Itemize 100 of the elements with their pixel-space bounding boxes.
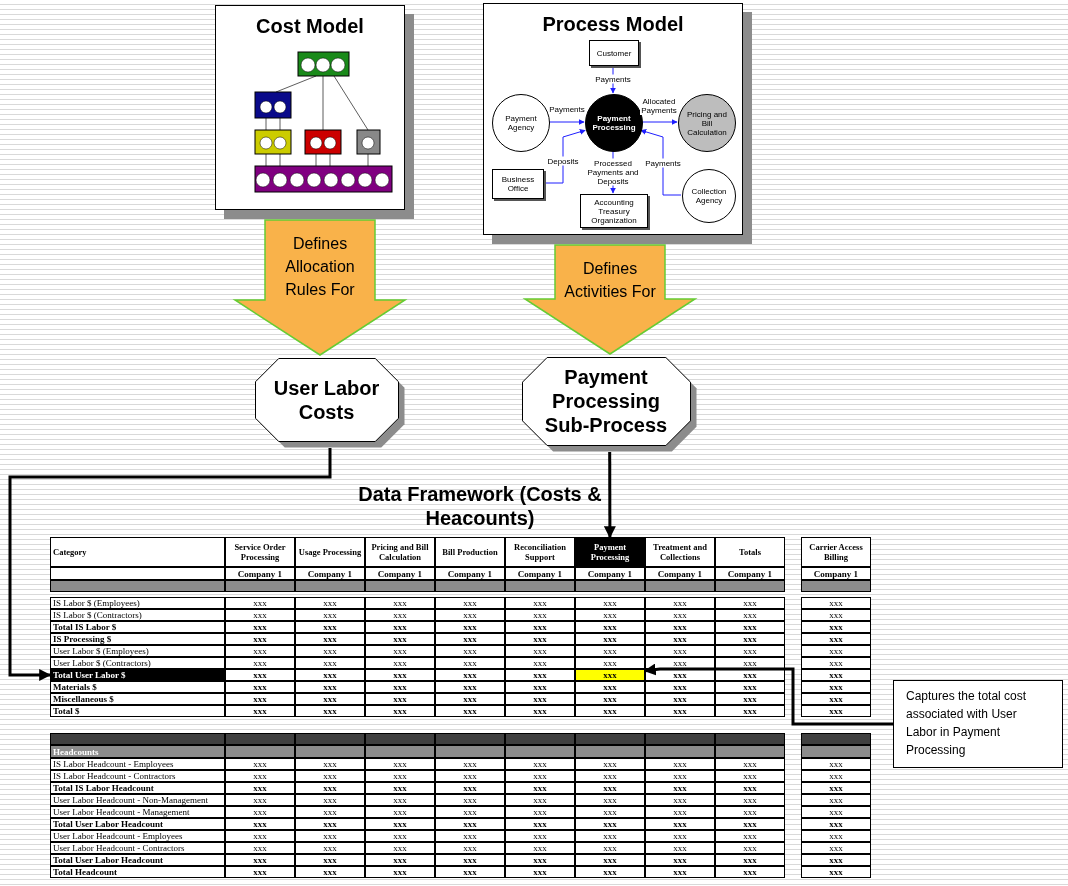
table-cell: xxx xyxy=(801,693,871,705)
table-cell: xxx xyxy=(575,830,645,842)
table-cell: xxx xyxy=(295,842,365,854)
table-cell: xxx xyxy=(505,633,575,645)
entity-box: Customer xyxy=(589,40,639,66)
table-cell: xxx xyxy=(365,681,435,693)
table-cell: xxx xyxy=(435,842,505,854)
table-cell: xxx xyxy=(225,794,295,806)
table-cell: xxx xyxy=(225,866,295,878)
table-cell: xxx xyxy=(295,645,365,657)
table-cell: xxx xyxy=(435,669,505,681)
table-cell: xxx xyxy=(801,794,871,806)
table-cell: xxx xyxy=(435,681,505,693)
table-cell: xxx xyxy=(505,782,575,794)
table-cell: xxx xyxy=(801,854,871,866)
row-header: IS Labor Headcount - Contractors xyxy=(50,770,225,782)
table-cell: xxx xyxy=(225,621,295,633)
table-cell: xxx xyxy=(715,770,785,782)
column-header: Company 1 xyxy=(715,567,785,580)
table-cell: xxx xyxy=(575,609,645,621)
table-cell: xxx xyxy=(295,830,365,842)
table-cell: xxx xyxy=(295,782,365,794)
table-cell: xxx xyxy=(365,782,435,794)
table-cell: xxx xyxy=(435,645,505,657)
table-cell: xxx xyxy=(715,657,785,669)
panel-title: Process Model xyxy=(541,12,685,36)
table-cell: xxx xyxy=(801,842,871,854)
table-cell: xxx xyxy=(505,609,575,621)
row-header: IS Labor Headcount - Employees xyxy=(50,758,225,770)
row-header: Total IS Labor $ xyxy=(50,621,225,633)
table-cell: xxx xyxy=(575,758,645,770)
table-cell: xxx xyxy=(505,842,575,854)
table-cell: xxx xyxy=(295,669,365,681)
table-cell: xxx xyxy=(365,657,435,669)
column-header: Bill Production xyxy=(435,537,505,567)
arrow xyxy=(640,129,682,196)
table-cell: xxx xyxy=(365,645,435,657)
row-header: Total IS Labor Headcount xyxy=(50,782,225,794)
table-cell: xxx xyxy=(295,854,365,866)
row-header: Total User Labor Headcount xyxy=(50,854,225,866)
table-cell: xxx xyxy=(295,693,365,705)
row-header: Headcounts xyxy=(50,745,225,758)
row-header: IS Labor $ (Contractors) xyxy=(50,609,225,621)
table-cell: xxx xyxy=(435,597,505,609)
table-cell: xxx xyxy=(505,830,575,842)
table-cell: xxx xyxy=(801,782,871,794)
table-cell: xxx xyxy=(225,669,295,681)
table-cell: xxx xyxy=(505,866,575,878)
table-cell: xxx xyxy=(295,633,365,645)
table-cell: xxx xyxy=(801,609,871,621)
table-cell: xxx xyxy=(295,657,365,669)
highlighted-column-header: Payment Processing xyxy=(575,537,645,567)
table-cell: xxx xyxy=(435,705,505,717)
table-cell: xxx xyxy=(365,830,435,842)
table-cell: xxx xyxy=(575,681,645,693)
table-cell: xxx xyxy=(295,794,365,806)
table-cell: xxx xyxy=(435,782,505,794)
table-cell: xxx xyxy=(225,806,295,818)
table-cell: xxx xyxy=(715,645,785,657)
table-cell: xxx xyxy=(435,794,505,806)
table-cell: xxx xyxy=(645,806,715,818)
table-cell: xxx xyxy=(801,669,871,681)
row-header: Total $ xyxy=(50,705,225,717)
entity-box: Accounting Treasury Organization xyxy=(580,194,648,228)
table-cell: xxx xyxy=(435,830,505,842)
table-cell: xxx xyxy=(225,830,295,842)
table-cell: xxx xyxy=(645,597,715,609)
table-cell: xxx xyxy=(801,770,871,782)
column-header: Company 1 xyxy=(225,567,295,580)
row-header: User Labor Headcount - Contractors xyxy=(50,842,225,854)
table-cell: xxx xyxy=(435,854,505,866)
table-cell: xxx xyxy=(715,693,785,705)
edge-label: Deposits xyxy=(546,156,580,166)
table-cell: xxx xyxy=(715,782,785,794)
table-cell: xxx xyxy=(435,657,505,669)
table-cell: xxx xyxy=(645,818,715,830)
table-cell: xxx xyxy=(645,794,715,806)
table-cell: xxx xyxy=(365,693,435,705)
table-cell: xxx xyxy=(645,842,715,854)
arrow xyxy=(603,452,616,539)
row-header: Miscellaneous $ xyxy=(50,693,225,705)
table-cell: xxx xyxy=(645,782,715,794)
table-cell: xxx xyxy=(505,657,575,669)
row-header: User Labor $ (Contractors) xyxy=(50,657,225,669)
table-cell: xxx xyxy=(295,621,365,633)
row-header: User Labor Headcount - Non-Management xyxy=(50,794,225,806)
table-cell: xxx xyxy=(225,609,295,621)
table-cell: xxx xyxy=(645,705,715,717)
table-cell: xxx xyxy=(715,818,785,830)
table-cell: xxx xyxy=(505,597,575,609)
table-cell: xxx xyxy=(715,758,785,770)
table-cell: xxx xyxy=(645,693,715,705)
edge-label: Payments xyxy=(644,158,682,168)
table-cell: xxx xyxy=(505,818,575,830)
table-cell: xxx xyxy=(365,621,435,633)
row-header: Materials $ xyxy=(50,681,225,693)
arrow-label: Defines Allocation Rules For xyxy=(284,234,356,300)
table-cell: xxx xyxy=(295,681,365,693)
table-cell: xxx xyxy=(365,609,435,621)
table-cell: xxx xyxy=(575,770,645,782)
